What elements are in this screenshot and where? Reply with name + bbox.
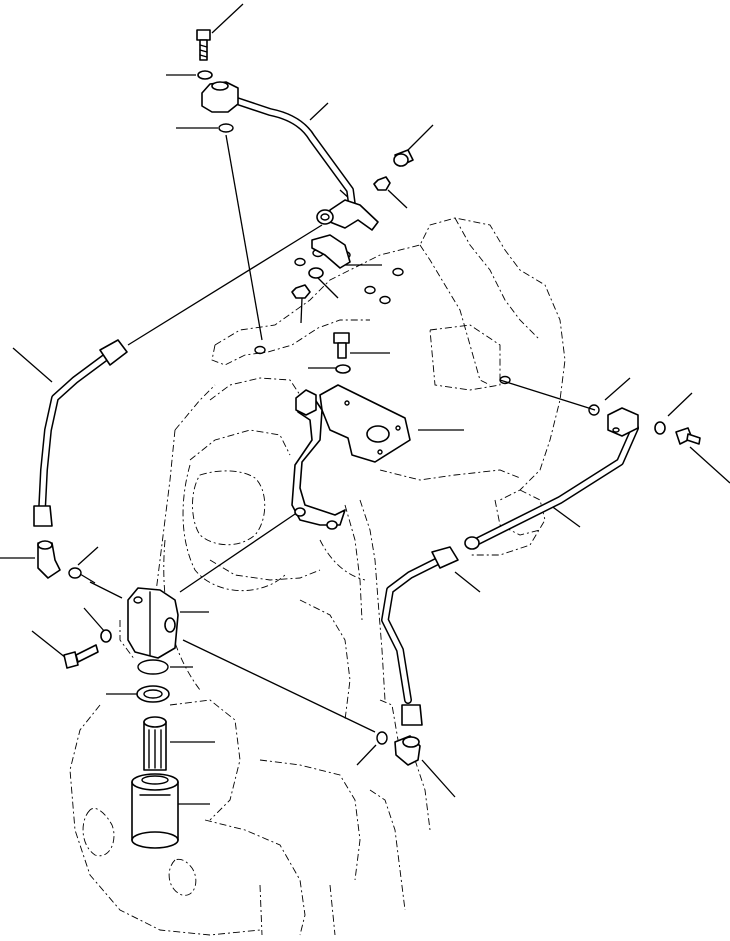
upper-tube [224, 94, 356, 209]
top-oring [218, 123, 234, 133]
lower-elbow [394, 735, 421, 766]
filter-head-oring [137, 659, 169, 675]
leader-tube-upper-right [309, 102, 329, 121]
leader-bolt-right [689, 446, 730, 484]
filter-gasket [136, 685, 170, 703]
upper-banjo-block [201, 81, 239, 113]
left-bolt [63, 644, 99, 669]
right-bolt [675, 427, 701, 445]
filter-housing [131, 773, 179, 849]
lower-right-tube [381, 546, 459, 726]
engine-holes [254, 248, 511, 385]
leader-oring-left [77, 546, 99, 566]
filter-element [143, 716, 167, 771]
bracket-washer [335, 364, 351, 374]
leader-nut-upper [387, 189, 408, 209]
lower-oring [376, 731, 388, 745]
mid-nut [291, 284, 311, 299]
leader-tube-lower-right [454, 571, 481, 593]
leader-bolt-top [211, 3, 244, 34]
assembly-axis-lines [79, 134, 596, 733]
leader-oring-right [604, 377, 631, 401]
filter-head [127, 587, 179, 659]
support-bracket [291, 384, 411, 530]
top-bolt [196, 29, 211, 61]
leader-elbow-lower [421, 759, 456, 798]
leader-washer-mid [317, 277, 339, 299]
left-oring [68, 567, 82, 579]
breather-plug [393, 149, 414, 167]
top-washer [197, 70, 213, 80]
right-flange [607, 407, 639, 437]
leader-tube-left [12, 347, 53, 383]
clamp-assembly [311, 199, 379, 269]
upper-nut [373, 176, 391, 191]
right-tube [464, 424, 639, 550]
leader-washer-left [83, 607, 106, 633]
left-tube [33, 339, 128, 527]
engine-phantom-outline [69, 217, 566, 936]
leader-breather-plug [406, 124, 434, 152]
left-washer [100, 629, 112, 643]
left-elbow [37, 540, 61, 579]
leader-tube-right [549, 504, 581, 528]
mid-washer [308, 267, 324, 279]
leader-nut-mid [300, 297, 303, 324]
leader-washer-right [667, 392, 693, 417]
leader-bolt-left [31, 630, 67, 659]
right-oring [588, 404, 600, 416]
right-washer [654, 421, 666, 435]
mid-bolt [333, 332, 350, 359]
leader-oring-lower [356, 744, 377, 766]
